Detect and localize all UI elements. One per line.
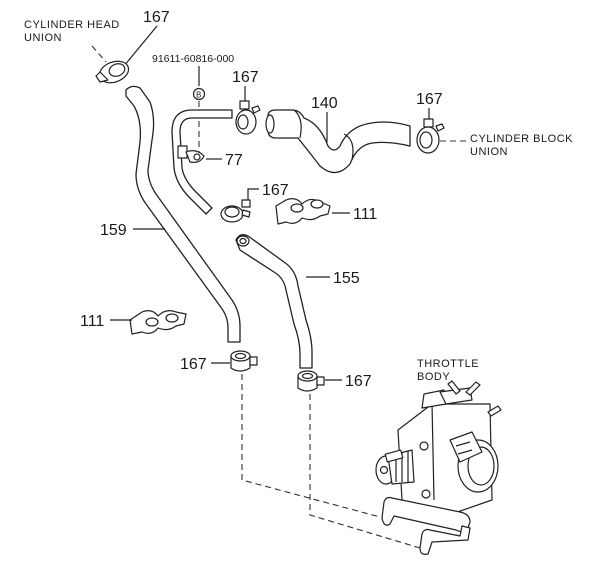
hose-159 (125, 85, 241, 343)
cylinder-head-union-label-2: UNION (24, 32, 62, 44)
metal-pipe (171, 109, 233, 215)
cylinder-head-leader (91, 45, 107, 63)
hose-clamp-block (416, 118, 445, 154)
hose-clamp-lower-right (297, 370, 325, 392)
dash-route-right (309, 394, 421, 549)
callout-111-right: 111 (353, 206, 377, 223)
cylinder-head-union-label-1: CYLINDER HEAD (24, 19, 120, 31)
hose-clamp-lower-left (230, 350, 258, 372)
bolt-marker-letter: B (196, 91, 201, 100)
throttle-body (375, 380, 502, 555)
throttle-body-label-1: THROTTLE (417, 358, 479, 370)
callout-140: 140 (311, 95, 338, 112)
callout-155: 155 (333, 270, 360, 287)
hose-140 (267, 109, 411, 174)
callout-167-upper-mid: 167 (232, 69, 259, 86)
hose-clip-111-left (129, 310, 187, 335)
hose-155 (235, 234, 313, 369)
part-number-label: 91611-60816-000 (152, 53, 234, 65)
hose-clamp-upper-mid (235, 100, 261, 135)
leader-167-head (123, 25, 158, 67)
callout-167-head: 167 (143, 9, 170, 26)
hose-clamp-center (220, 199, 251, 223)
cylinder-block-union-label-2: UNION (470, 146, 508, 158)
throttle-body-label-2: BODY (417, 371, 450, 383)
callout-111-left: 111 (80, 313, 104, 330)
hose-clamp-head (95, 60, 130, 84)
callout-167-center: 167 (262, 182, 289, 199)
hose-clip-111-right (275, 198, 331, 225)
callout-77: 77 (225, 152, 243, 169)
bolt-marker-icon (192, 87, 206, 101)
callout-167-block: 167 (416, 91, 443, 108)
dash-route-left (241, 374, 381, 518)
callout-159: 159 (100, 222, 127, 239)
callout-167-lower-left: 167 (180, 356, 207, 373)
callout-167-lower-right: 167 (345, 373, 372, 390)
cylinder-block-union-label-1: CYLINDER BLOCK (470, 133, 573, 145)
leader-167-center (247, 188, 259, 202)
